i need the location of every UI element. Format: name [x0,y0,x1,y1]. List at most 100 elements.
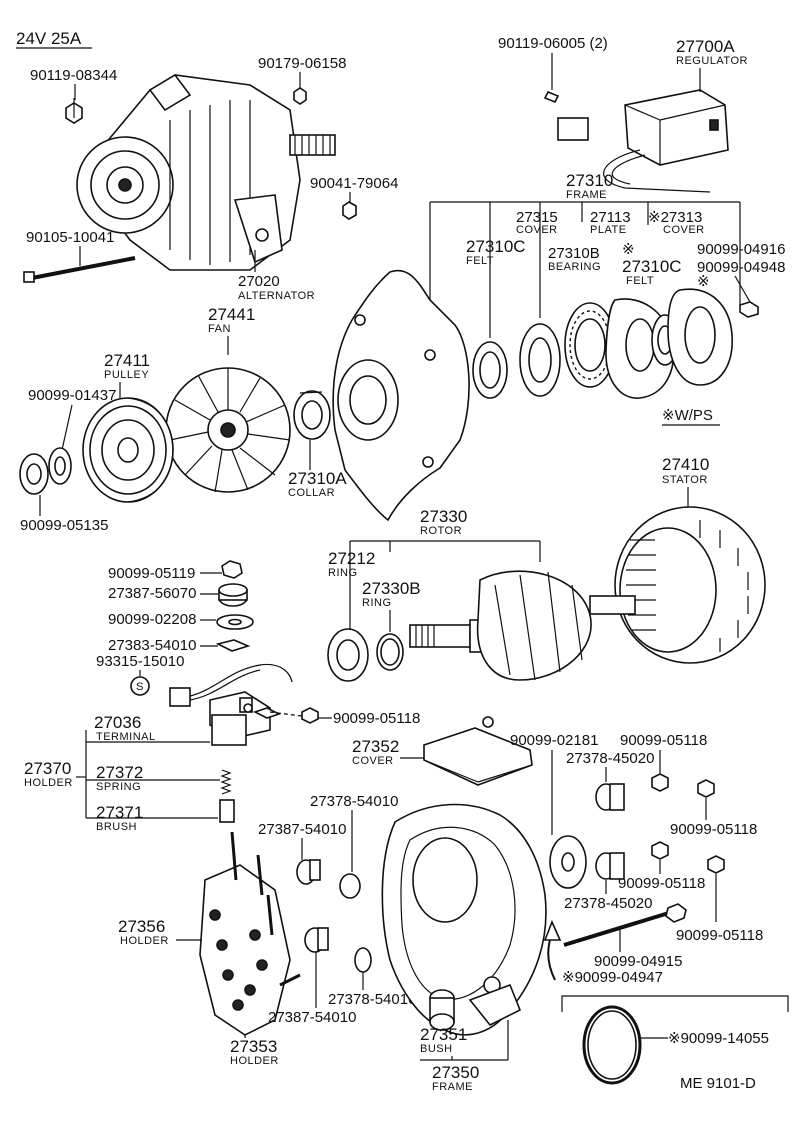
insulator-icon [218,583,248,607]
label-alternator: ALTERNATOR [238,290,315,302]
label-cover-1: COVER [516,224,558,236]
label-27330: 27330 [420,507,467,526]
label-90099-04916: 90099-04916 [697,241,785,258]
label-27310C-2: 27310C [622,257,682,276]
label-27310C: 27310C [466,237,526,256]
label-fan: FAN [208,323,231,335]
label-rotor: ROTOR [420,525,462,537]
label-90119-08344: 90119-08344 [30,67,117,84]
label-27378-45020: 27378-45020 [566,750,654,767]
label-27700A: 27700A [676,37,735,56]
label-27387-56070: 27387-56070 [108,585,196,602]
label-27411: 27411 [104,351,150,370]
label-27315: 27315 [516,209,558,226]
wire-harness-icon [169,663,293,707]
cover-ring-icon [519,323,561,397]
diagram-code: ME 9101-D [680,1075,756,1092]
bolt-top-left-icon [65,98,83,124]
label-90099-05118-c: 90099-05118 [670,821,757,838]
cover-plate-icon [667,288,733,386]
long-bolt-icon [23,256,136,283]
label-felt-1: FELT [466,255,494,267]
spring-icon [220,769,232,795]
label-brush: BRUSH [96,821,137,833]
large-washer-icon [549,835,587,889]
label-90179-06158: 90179-06158 [258,55,346,72]
nut-icon [293,87,307,105]
pulley-nut-icon [19,453,49,495]
label-90099-05118-d: 90099-05118 [618,875,705,892]
label-27441: 27441 [208,305,255,324]
label-stator: STATOR [662,474,708,486]
label-27383-54010: 27383-54010 [108,637,196,654]
label-90099-05135: 90099-05135 [20,517,108,534]
label-27378-45020-b: 27378-45020 [564,895,652,912]
label-27387-54010: 27387-54010 [258,821,346,838]
label-plate: PLATE [590,224,627,236]
label-27310: 27310 [566,171,613,190]
label-terminal: TERMINAL [96,731,156,743]
nut-icon-7 [707,855,725,874]
nut-icon-6 [651,841,669,860]
nut-icon-4 [651,773,669,792]
s-mark: S [136,681,144,693]
label-holder-2: HOLDER [120,935,169,947]
washer-icon-2 [216,614,254,630]
label-ring-1: RING [328,567,358,579]
label-27310B: 27310B [548,245,600,262]
washer-icon [48,447,72,485]
label-90105-10041: 90105-10041 [26,229,114,246]
label-felt2-mark: ※ [622,241,635,258]
through-bolt-icon [563,903,687,947]
label-27370: 27370 [24,759,71,778]
oring-bracket [561,995,789,1012]
label-27020: 27020 [238,273,280,290]
brush-icon [219,799,235,823]
nut-icon-2 [342,201,357,220]
nut-icon-3 [221,560,243,579]
note-w-ps: ※W/PS [662,407,713,424]
spec-label: 24V 25A [16,29,82,48]
insulator-plate-icon [215,639,251,652]
label-27371: 27371 [96,803,143,822]
bush-icon [429,989,455,1031]
label-27353: 27353 [230,1037,277,1056]
label-93315-15010: 93315-15010 [96,653,184,670]
label-frame-2: FRAME [432,1081,473,1093]
label-pulley: PULLEY [104,369,149,381]
label-frame: FRAME [566,189,607,201]
small-bolt-icon [739,301,759,318]
label-90099-02181: 90099-02181 [510,732,598,749]
ring-icon-2 [376,633,404,671]
label-27378-54010: 27378-54010 [310,793,398,810]
label-collar: COLLAR [288,487,335,499]
insulator-icon-3 [339,873,361,899]
insulator-icon-7 [595,852,625,880]
label-cover-3: COVER [352,755,394,767]
label-27113: 27113 [590,209,631,226]
label-90099-04947: ※90099-04947 [562,969,663,986]
nut-icon-5 [697,779,715,798]
label-holder: HOLDER [24,777,73,789]
label-spring: SPRING [96,781,141,793]
ring-icon-1 [327,628,369,682]
label-27356: 27356 [118,917,165,936]
label-27036: 27036 [94,713,141,732]
label-bush: BUSH [420,1043,453,1055]
felt-ring-icon [472,341,508,399]
label-04948-mark: ※ [697,273,710,290]
pulley-icon [82,397,174,503]
o-ring-icon [582,1005,642,1085]
screw-icon [543,90,560,104]
alternator-assembly [76,73,336,271]
label-90099-05118-b: 90099-05118 [620,732,707,749]
bolt-icon-holder [301,707,319,724]
rectifier-holder-icon [199,831,301,1036]
label-27410: 27410 [662,455,709,474]
label-27350: 27350 [432,1063,479,1082]
label-90099-01437: 90099-01437 [28,387,116,404]
direction-arrow-icon [543,919,562,981]
label-27310A: 27310A [288,469,347,488]
label-27212: 27212 [328,549,375,568]
